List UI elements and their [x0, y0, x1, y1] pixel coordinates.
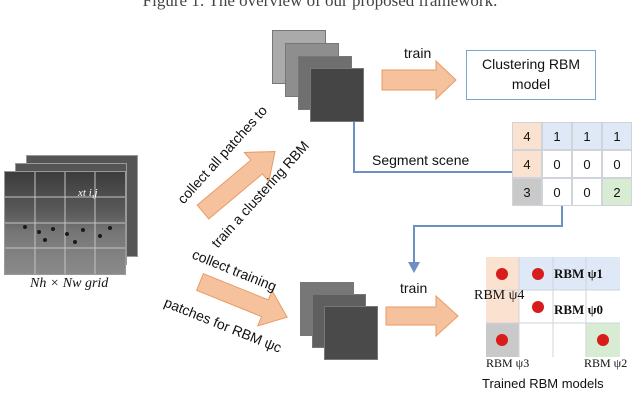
- trained-models-label: Trained RBM models: [482, 376, 604, 391]
- rbm-psi1-label: RBM ψ1: [554, 266, 604, 281]
- rbm-psi3-label: RBM ψ3: [486, 356, 530, 370]
- rbm-psi0-label: RBM ψ0: [554, 302, 604, 317]
- train-arrow-bottom: [385, 294, 459, 338]
- seg-cell: 1: [602, 122, 632, 150]
- collect-arrow-down: [195, 273, 288, 327]
- models-arrowhead: [408, 262, 420, 273]
- clustering-rbm-label: Clustering RBM model: [481, 56, 581, 92]
- models-gridlines: [486, 257, 620, 357]
- seg-cell: 0: [572, 178, 602, 206]
- seg-cell: 1: [542, 122, 572, 150]
- seg-cell: 4: [512, 150, 542, 178]
- figure-caption: Figure 1: The overview of our proposed f…: [142, 0, 498, 10]
- model-dot-psi2: [597, 334, 609, 346]
- clustering-rbm-box: Clustering RBM model: [466, 50, 596, 100]
- model-dot-psi0: [532, 301, 544, 313]
- seg-cell: 0: [542, 178, 572, 206]
- rbm-psi2-label: RBM ψ2: [584, 356, 628, 370]
- model-dot-psi3: [496, 334, 508, 346]
- segment-line: [353, 118, 590, 173]
- segment-scene-label: Segment scene: [372, 152, 470, 168]
- trained-models-grid: [486, 257, 620, 357]
- collect-arrow-up: [196, 151, 276, 220]
- seg-cell: 0: [602, 150, 632, 178]
- seg-cell: 3: [512, 178, 542, 206]
- train-label-bottom: train: [400, 280, 428, 296]
- train-arrow-top: [381, 59, 457, 101]
- seg-cell: 0: [572, 150, 602, 178]
- grid-variable: xt i,j: [78, 187, 98, 199]
- patches-top: [272, 30, 364, 122]
- grid-size-label: Nh × Nw grid: [30, 276, 109, 291]
- seg-cell: 1: [572, 122, 602, 150]
- frame-front: [4, 171, 126, 275]
- model-dot-psi1: [532, 268, 544, 280]
- patch-b3: [324, 306, 378, 360]
- patch-4: [310, 68, 364, 122]
- seg-cell: 2: [602, 178, 632, 206]
- video-frames: xt i,j: [4, 155, 140, 275]
- grid-overlay: [5, 172, 125, 274]
- seg-cell: 0: [542, 150, 572, 178]
- train-label-top: train: [404, 45, 432, 61]
- model-dot-psi4: [496, 268, 508, 280]
- models-line: [413, 205, 563, 262]
- patches-bottom: [300, 282, 382, 364]
- rbm-psi4-label: RBM ψ4: [474, 288, 525, 303]
- seg-cell: 4: [512, 122, 542, 150]
- segment-grid: 4 1 1 1 4 0 0 0 3 0 0 2: [512, 122, 632, 206]
